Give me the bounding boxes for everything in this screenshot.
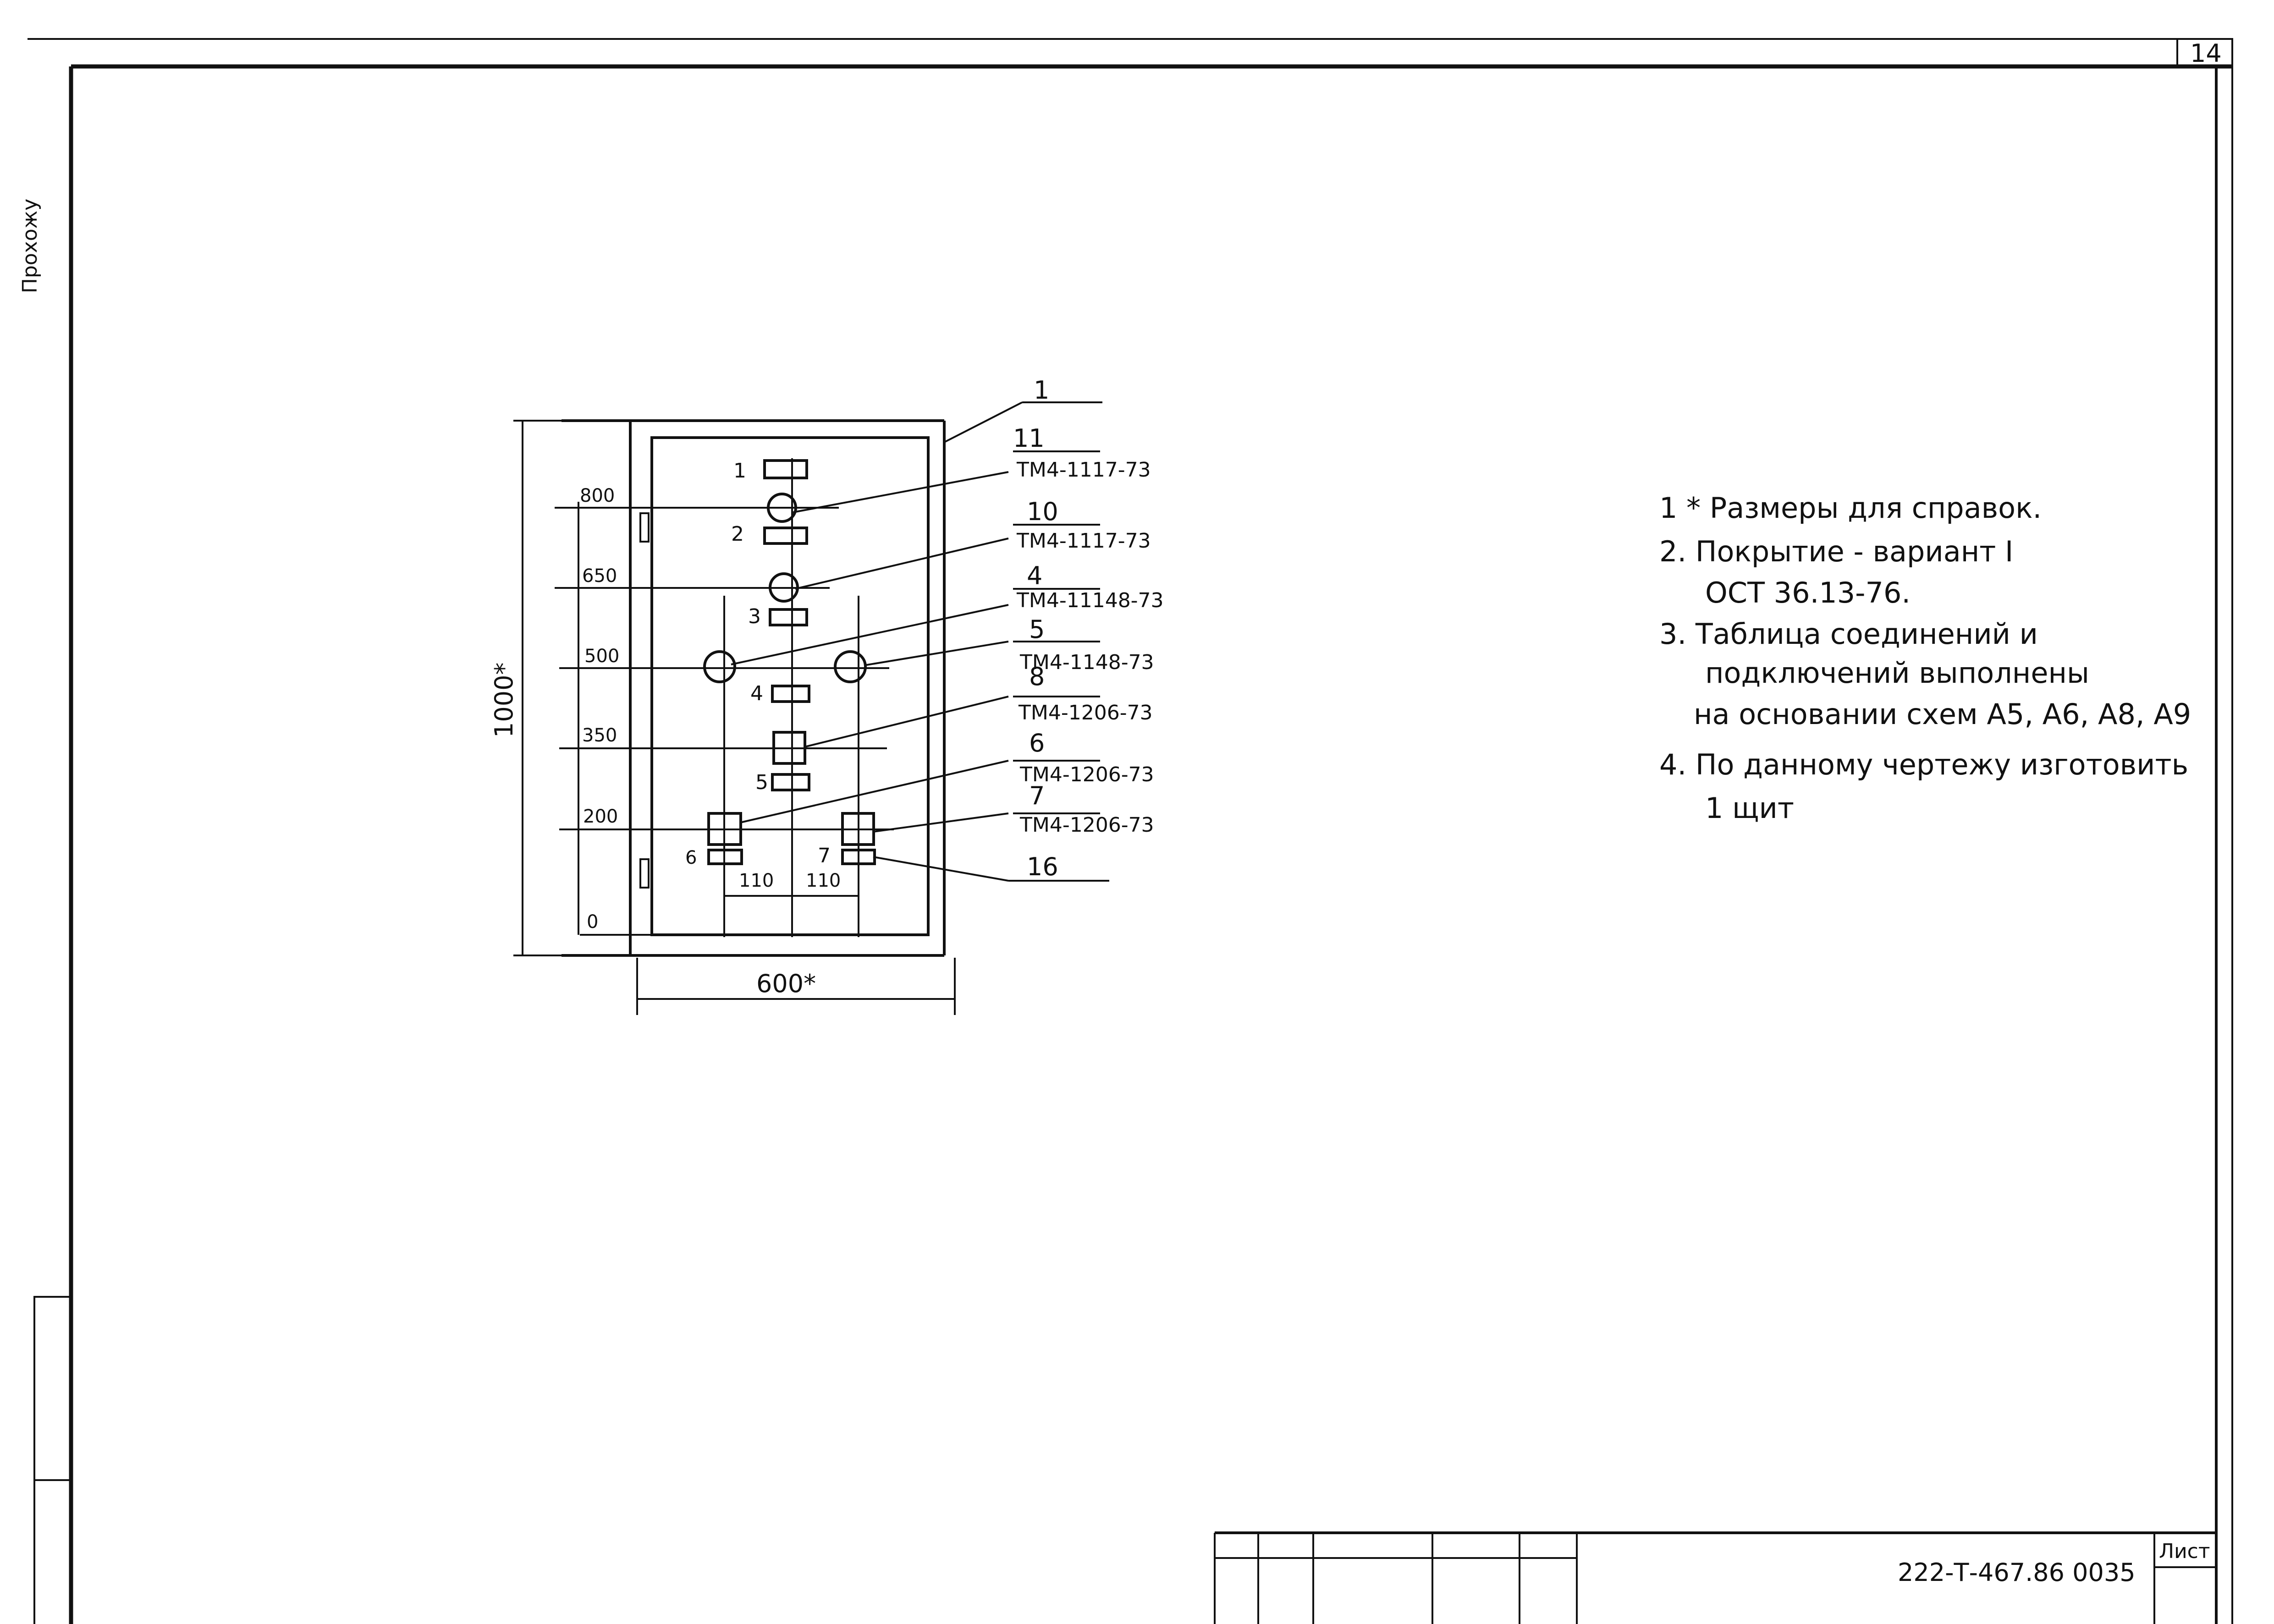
device-gauge-11 [767, 493, 797, 523]
svg-text:4: 4 [1027, 561, 1042, 590]
svg-text:8: 8 [1029, 662, 1045, 691]
device-label-holder-7: 7 [818, 844, 876, 867]
svg-text:ТМ4-1206-73: ТМ4-1206-73 [1019, 813, 1154, 837]
device-relay-6 [707, 812, 742, 846]
callout-8: 8 ТМ4-1206-73 [804, 662, 1153, 748]
device-gauge-4 [703, 650, 736, 683]
svg-text:16: 16 [1027, 852, 1058, 881]
title-block: Лист 222-Т-467.86 0035 [1214, 1531, 2216, 1624]
note-4: 4. По данному чертежу изготовить [1659, 748, 2188, 781]
level-mark-0: 0 [587, 911, 598, 933]
device-label-holder-6: 6 [685, 847, 743, 868]
callout-5: 5 ТМ4-1148-73 [864, 615, 1154, 674]
svg-text:ТМ4-1117-73: ТМ4-1117-73 [1016, 529, 1151, 553]
sheet-frame: 14 Прохожу [18, 38, 2233, 1624]
title-block-sheet-label: Лист [2159, 1540, 2210, 1563]
device-label-holder-3: 3 [748, 605, 808, 628]
svg-text:6: 6 [685, 847, 697, 868]
callout-16: 16 [873, 852, 1109, 882]
svg-text:ТМ4-1148-73: ТМ4-1148-73 [1019, 651, 1154, 674]
panel-inner-frame [650, 436, 930, 936]
svg-text:ТМ4-1206-73: ТМ4-1206-73 [1019, 763, 1154, 786]
svg-text:ТМ4-1206-73: ТМ4-1206-73 [1018, 701, 1153, 724]
svg-text:ТМ4-11148-73: ТМ4-11148-73 [1016, 589, 1164, 612]
device-label-holder-1: 1 [733, 459, 808, 483]
callout-1: 1 [944, 376, 1102, 443]
note-2-standard: ОСТ 36.13-76. [1705, 576, 1911, 609]
svg-text:2: 2 [731, 522, 744, 546]
callout-6: 6 ТМ4-1206-73 [740, 729, 1154, 823]
svg-text:1: 1 [733, 459, 746, 483]
spacing-dimension: 110 110 [724, 870, 859, 905]
width-dimension: 600* [636, 958, 956, 1015]
svg-text:7: 7 [818, 844, 831, 867]
height-dimension: 1000* [490, 420, 579, 956]
svg-text:5: 5 [755, 771, 768, 794]
sheet-number: 14 [2190, 39, 2222, 68]
note-1: 1 * Размеры для справок. [1659, 491, 2042, 525]
spacing-right-label: 110 [806, 870, 841, 891]
svg-text:5: 5 [1029, 615, 1045, 644]
svg-text:11: 11 [1013, 424, 1045, 453]
callout-11: 11 ТМ4-1117-73 [793, 424, 1151, 513]
svg-text:1: 1 [1034, 376, 1049, 405]
device-gauge-5 [834, 650, 867, 683]
device-label-holder-2: 2 [731, 522, 808, 546]
spacing-left-label: 110 [739, 870, 774, 891]
note-4-line-2: 1 щит [1705, 791, 1794, 825]
device-relay-7 [841, 812, 875, 846]
callout-4: 4 ТМ4-11148-73 [731, 561, 1164, 665]
note-3-line-3: на основании схем А5, А6, А8, А9 [1694, 697, 2191, 731]
svg-text:ТМ4-1117-73: ТМ4-1117-73 [1016, 458, 1151, 482]
level-mark-350: 350 [582, 725, 617, 746]
callout-10: 10 ТМ4-1117-73 [795, 497, 1151, 590]
vertical-margin-text: Прохожу [18, 198, 42, 293]
level-mark-500: 500 [584, 646, 619, 667]
note-3-line-2: подключений выполнены [1705, 656, 2089, 690]
level-mark-650: 650 [582, 565, 617, 587]
level-marks: 800 650 500 350 200 0 [555, 485, 894, 936]
svg-text:6: 6 [1029, 729, 1045, 757]
height-dimension-label: 1000* [490, 663, 518, 738]
device-relay-8 [772, 731, 806, 765]
svg-text:3: 3 [748, 605, 761, 628]
width-dimension-label: 600* [756, 969, 816, 998]
level-mark-800: 800 [580, 485, 615, 506]
svg-text:7: 7 [1029, 781, 1045, 810]
svg-text:4: 4 [750, 682, 763, 705]
title-block-document-code: 222-Т-467.86 0035 [1898, 1558, 2136, 1587]
svg-text:10: 10 [1027, 497, 1058, 526]
note-3: 3. Таблица соединений и [1659, 617, 2038, 651]
level-mark-200: 200 [583, 806, 618, 827]
device-label-holder-5: 5 [755, 771, 810, 794]
panel-drawing: 1000* 800 650 500 350 200 0 1 [490, 376, 1164, 1015]
note-2: 2. Покрытие - вариант I [1659, 535, 2013, 568]
notes-block: 1 * Размеры для справок. 2. Покрытие - в… [1659, 491, 2191, 825]
callout-7: 7 ТМ4-1206-73 [873, 781, 1154, 837]
device-label-holder-4: 4 [750, 682, 810, 705]
